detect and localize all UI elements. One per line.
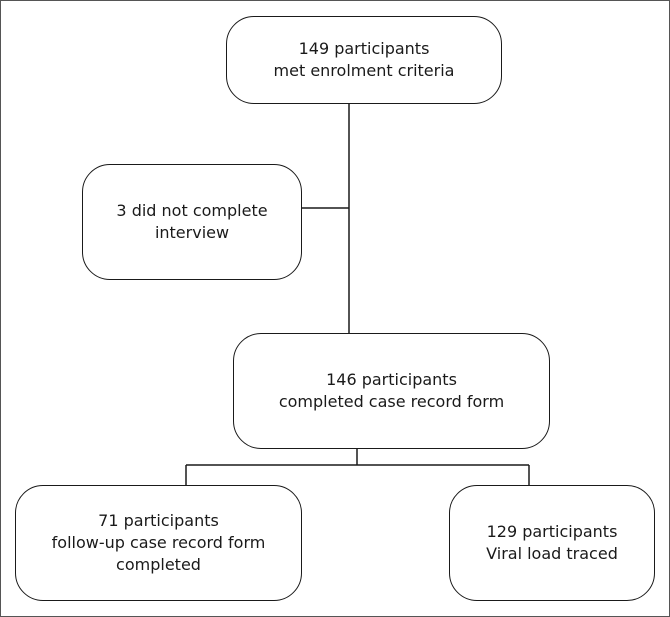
enrolled-count-text: 149 participants bbox=[298, 39, 430, 58]
excluded-reason-text: interview bbox=[154, 223, 230, 242]
enrolled-box: 149 participants met enrolment criteria bbox=[226, 16, 502, 104]
completed-box: 146 participants completed case record f… bbox=[233, 333, 550, 449]
viral-status-text: Viral load traced bbox=[486, 544, 618, 563]
excluded-box: 3 did not complete interview bbox=[82, 164, 302, 280]
followup-status-text: completed bbox=[116, 555, 201, 574]
followup-count-text: 71 participants bbox=[98, 511, 219, 530]
excluded-count-text: 3 did not complete bbox=[116, 201, 268, 220]
followup-form-text: follow-up case record form bbox=[51, 533, 266, 552]
followup-box: 71 participants follow-up case record fo… bbox=[15, 485, 302, 601]
enrolled-criteria-text: met enrolment criteria bbox=[273, 61, 455, 80]
viral-count-text: 129 participants bbox=[486, 522, 618, 541]
completed-form-text: completed case record form bbox=[278, 392, 505, 411]
completed-count-text: 146 participants bbox=[326, 370, 457, 389]
viral-load-box: 129 participants Viral load traced bbox=[449, 485, 655, 601]
